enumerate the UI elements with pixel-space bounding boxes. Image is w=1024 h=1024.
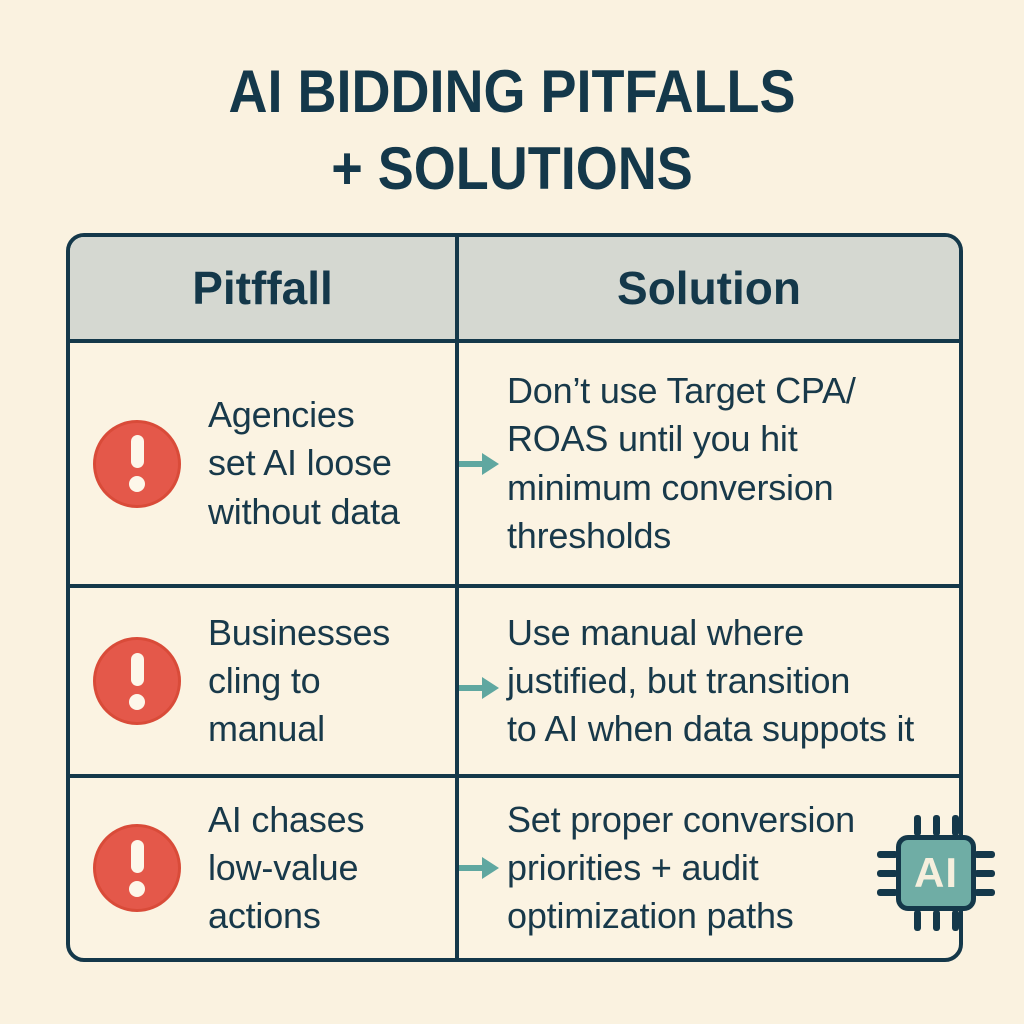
arrow-right-icon xyxy=(459,452,499,475)
chip-pin xyxy=(952,815,959,836)
chip-pin xyxy=(877,851,898,858)
exclamation-dot xyxy=(129,880,145,897)
chip-pin xyxy=(933,910,940,931)
chip-pin xyxy=(974,851,995,858)
warning-icon xyxy=(93,824,181,912)
solution-text: Use manual where justified, but transiti… xyxy=(507,611,915,750)
table-row-2-solution-cell: Use manual where justified, but transiti… xyxy=(459,588,959,778)
chip-label: AI xyxy=(914,849,958,896)
chip-pin xyxy=(952,910,959,931)
ai-chip-icon: AI xyxy=(876,813,996,933)
exclamation-bar xyxy=(130,435,144,468)
exclamation-bar xyxy=(130,839,144,873)
table-row-1-pitfall-cell: Agencies set AI loose without data xyxy=(70,343,459,588)
pitfall-text: AI chases low-value actions xyxy=(208,798,365,937)
chip-pin xyxy=(914,910,921,931)
header-pitfall: Pitffall xyxy=(70,237,459,343)
chip-body: AI xyxy=(896,835,976,911)
header-solution: Solution xyxy=(459,237,959,343)
pitfall-text: Businesses cling to manual xyxy=(208,611,391,750)
exclamation-bar xyxy=(130,652,144,686)
page-title: AI BIDDING PITFALLS + SOLUTIONS xyxy=(51,54,973,208)
table-row-3-pitfall-cell: AI chases low-value actions xyxy=(70,778,459,958)
table-row-2-pitfall-cell: Businesses cling to manual xyxy=(70,588,459,778)
exclamation-dot xyxy=(129,476,145,492)
arrow-right-icon xyxy=(459,677,499,700)
chip-pin xyxy=(914,815,921,836)
table-row-1-solution-cell: Don’t use Target CPA/ ROAS until you hit… xyxy=(459,343,959,588)
table-row-3-solution-cell: Set proper conversion priorities + audit… xyxy=(459,778,959,958)
pitfall-text: Agencies set AI loose without data xyxy=(208,394,400,532)
title-line-1: AI BIDDING PITFALLS xyxy=(228,58,796,125)
arrow-right-icon xyxy=(459,857,499,879)
pitfalls-solutions-table: Pitffall Solution Agencies set AI loose … xyxy=(66,233,963,962)
chip-pin xyxy=(933,815,940,836)
chip-pin xyxy=(877,870,898,877)
solution-text: Set proper conversion priorities + audit… xyxy=(507,798,855,937)
warning-icon xyxy=(93,637,181,725)
exclamation-dot xyxy=(129,693,145,710)
chip-pin xyxy=(974,889,995,896)
solution-text: Don’t use Target CPA/ ROAS until you hit… xyxy=(507,370,856,556)
title-line-2: + SOLUTIONS xyxy=(331,134,693,202)
chip-pin xyxy=(974,870,995,877)
warning-icon xyxy=(93,419,181,508)
chip-pin xyxy=(877,889,898,896)
